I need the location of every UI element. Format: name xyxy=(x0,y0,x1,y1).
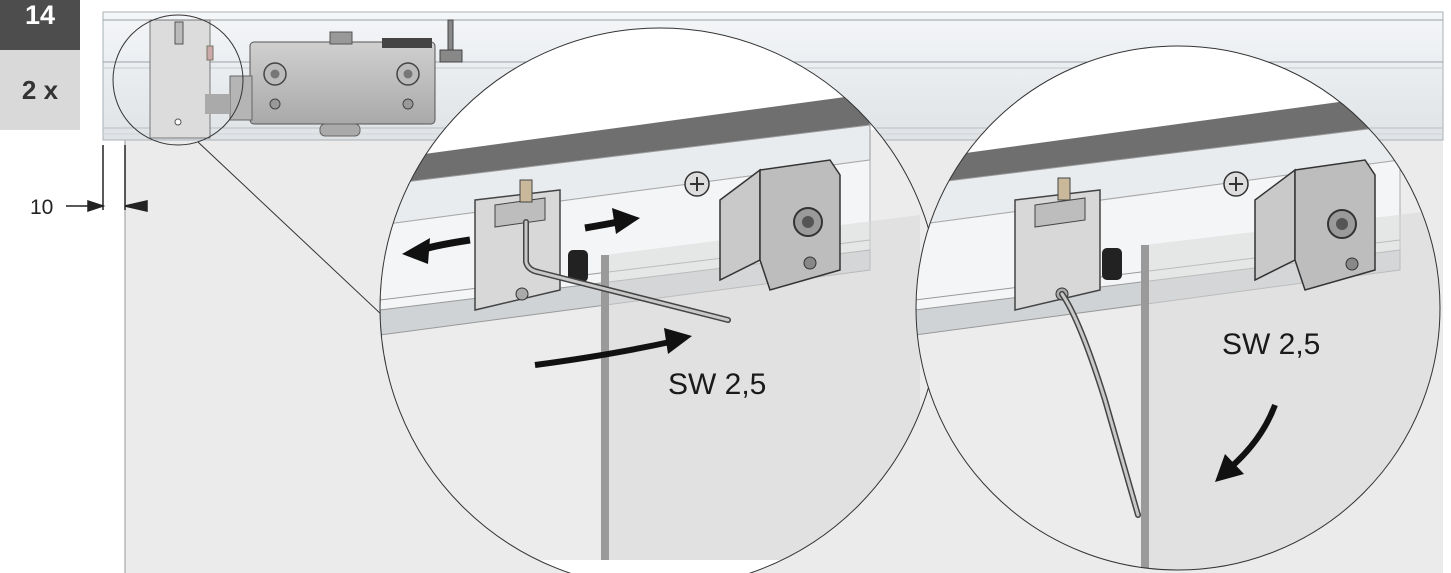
detail-right xyxy=(915,45,1441,571)
quantity-text: 2 x xyxy=(21,75,59,105)
arrow-left xyxy=(402,236,471,264)
arrow-right xyxy=(584,208,640,234)
arrow-down-rotate xyxy=(1215,403,1278,482)
callout-leader-line xyxy=(197,141,383,316)
dimension-10 xyxy=(66,145,148,213)
arrow-rotate xyxy=(534,328,692,368)
roller-carriage xyxy=(229,19,463,137)
badge-separator xyxy=(0,30,80,50)
tool-size-label-left: SW 2,5 xyxy=(668,368,767,401)
detail-left xyxy=(379,27,941,573)
step-number: 14 xyxy=(24,0,56,30)
step-number-badge: 14 xyxy=(0,0,80,30)
stopper-overview xyxy=(149,19,230,139)
quantity-badge: 2 x xyxy=(0,50,80,130)
detail-callout-circle xyxy=(112,14,244,146)
tool-size-label-right: SW 2,5 xyxy=(1222,328,1321,361)
dimension-label: 10 xyxy=(30,196,54,219)
